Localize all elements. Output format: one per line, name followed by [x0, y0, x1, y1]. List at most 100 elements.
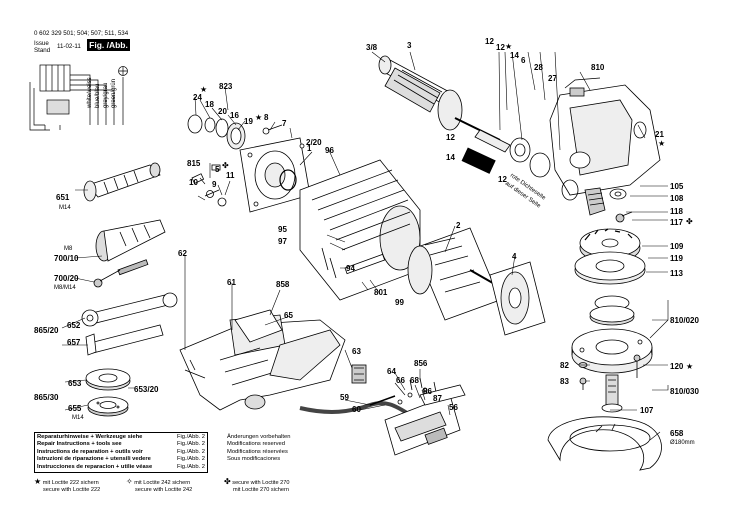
brush-parts	[461, 129, 551, 178]
loctite-marks: ★ ★ ★ ✤ ★ ✤ ★	[200, 42, 693, 371]
label-97: 97	[278, 237, 287, 246]
label-59: 59	[340, 393, 349, 402]
label-810: 810	[591, 63, 605, 72]
diamond-star-icon: ✧	[126, 477, 133, 486]
screw-part	[93, 269, 121, 288]
label-7: 7	[282, 119, 287, 128]
label-28: 28	[534, 63, 543, 72]
rotor-part	[407, 227, 506, 321]
label-2-20: 2/20	[306, 138, 322, 147]
label-63: 63	[352, 347, 361, 356]
label-120: 120	[670, 362, 684, 371]
bearing-flange-part	[239, 137, 311, 213]
label-19: 19	[244, 117, 253, 126]
label-8: 8	[264, 113, 269, 122]
electronics-part	[384, 377, 461, 456]
side-handle-guard-part	[95, 219, 166, 276]
label-3-8: 3/8	[366, 43, 378, 52]
label-94: 94	[346, 264, 355, 273]
label-m8: M8	[64, 246, 73, 252]
small-parts-group	[191, 164, 227, 207]
label-99: 99	[395, 298, 404, 307]
part-labels: 3/8 3 12 12 14 6 28 810 27 823 24 18 20 …	[34, 37, 699, 446]
label-m14: M14	[72, 415, 84, 421]
spanner-part	[81, 292, 178, 327]
footnote-loctite-222: ★ mit Loctite 222 sichern secure with Lo…	[34, 477, 101, 494]
wrench-part	[85, 324, 164, 356]
label-95: 95	[278, 225, 287, 234]
label-9: 9	[212, 180, 217, 189]
label-2: 2	[456, 221, 461, 230]
label-12: 12	[485, 37, 494, 46]
label-11: 11	[226, 171, 235, 180]
label-62: 62	[178, 249, 187, 258]
label-810-030: 810/030	[670, 387, 699, 396]
label-815: 815	[187, 159, 201, 168]
label-108: 108	[670, 194, 684, 203]
spindle-part	[601, 374, 623, 413]
o-ring-part	[561, 179, 579, 201]
label-3: 3	[407, 41, 412, 50]
label-107: 107	[640, 406, 654, 415]
label-10: 10	[189, 178, 198, 187]
screw-7-part	[262, 124, 283, 135]
label-118: 118	[670, 207, 683, 216]
wiring-schematic	[29, 64, 128, 131]
screw-120-part	[633, 354, 641, 378]
label-6: 6	[521, 56, 526, 65]
label-105: 105	[670, 182, 684, 191]
wire-label-grey: grey/grau	[103, 83, 109, 108]
label-21: 21	[655, 130, 664, 139]
label-64: 64	[387, 367, 396, 376]
label-16: 16	[230, 111, 239, 120]
label-858: 858	[276, 280, 290, 289]
label-109: 109	[670, 242, 684, 251]
side-handle-part	[83, 162, 161, 202]
ref-row: Instructions de reparation + outils voir…	[37, 448, 205, 455]
label-12: 12	[446, 133, 455, 142]
clamping-nut-part	[87, 396, 129, 417]
label-801: 801	[374, 288, 388, 297]
label-119: 119	[670, 254, 683, 263]
screw-118-part	[615, 211, 633, 223]
label-5: 5	[215, 165, 220, 174]
article-numbers: 0 602 329 501; 504; 507; 511, 534	[34, 30, 129, 37]
gear-housing-part	[549, 77, 661, 196]
label-700-20: 700/20	[54, 274, 79, 283]
label-4: 4	[512, 252, 517, 261]
label-651: 651	[56, 193, 70, 202]
label-658: 658	[670, 429, 684, 438]
label-12: 12	[496, 43, 505, 52]
modification-notes: Änderungen vorbehalten Modifications res…	[227, 434, 291, 463]
star-icon: ★	[34, 477, 42, 486]
ref-row: Instrucciones de reparacion + utilie véa…	[37, 463, 205, 470]
label-823: 823	[219, 82, 233, 91]
flange-113-part	[574, 251, 646, 285]
figure-label: Fig. /Abb. 1	[87, 39, 130, 62]
label-diameter: Ø180mm	[670, 440, 695, 446]
label-856: 856	[414, 359, 428, 368]
label-68: 68	[410, 376, 419, 385]
label-56: 56	[449, 403, 458, 412]
flange-part	[85, 368, 131, 391]
label-82: 82	[560, 361, 569, 370]
wire-label-white: white/weiss	[87, 77, 93, 109]
stator-part	[299, 159, 421, 301]
label-653-20: 653/20	[134, 385, 159, 394]
label-12: 12	[498, 175, 507, 184]
armature-part	[378, 55, 501, 141]
spindle-bearing-part	[571, 295, 653, 374]
loctite-plus-icon: ✤	[686, 217, 693, 226]
label-18: 18	[205, 100, 214, 109]
label-20: 20	[218, 107, 227, 116]
ref-row: Istruzioni de riparazione + utensili ved…	[37, 456, 205, 463]
bevel-gear-part	[584, 187, 627, 216]
footnote-loctite-270: ✤ secure with Loctite 270 mit Loctite 27…	[224, 477, 290, 494]
label-865-30: 865/30	[34, 393, 59, 402]
label-61: 61	[227, 278, 236, 287]
label-657: 657	[67, 338, 81, 347]
label-1: 1	[307, 144, 312, 153]
label-652: 652	[67, 321, 81, 330]
label-24: 24	[193, 93, 202, 102]
